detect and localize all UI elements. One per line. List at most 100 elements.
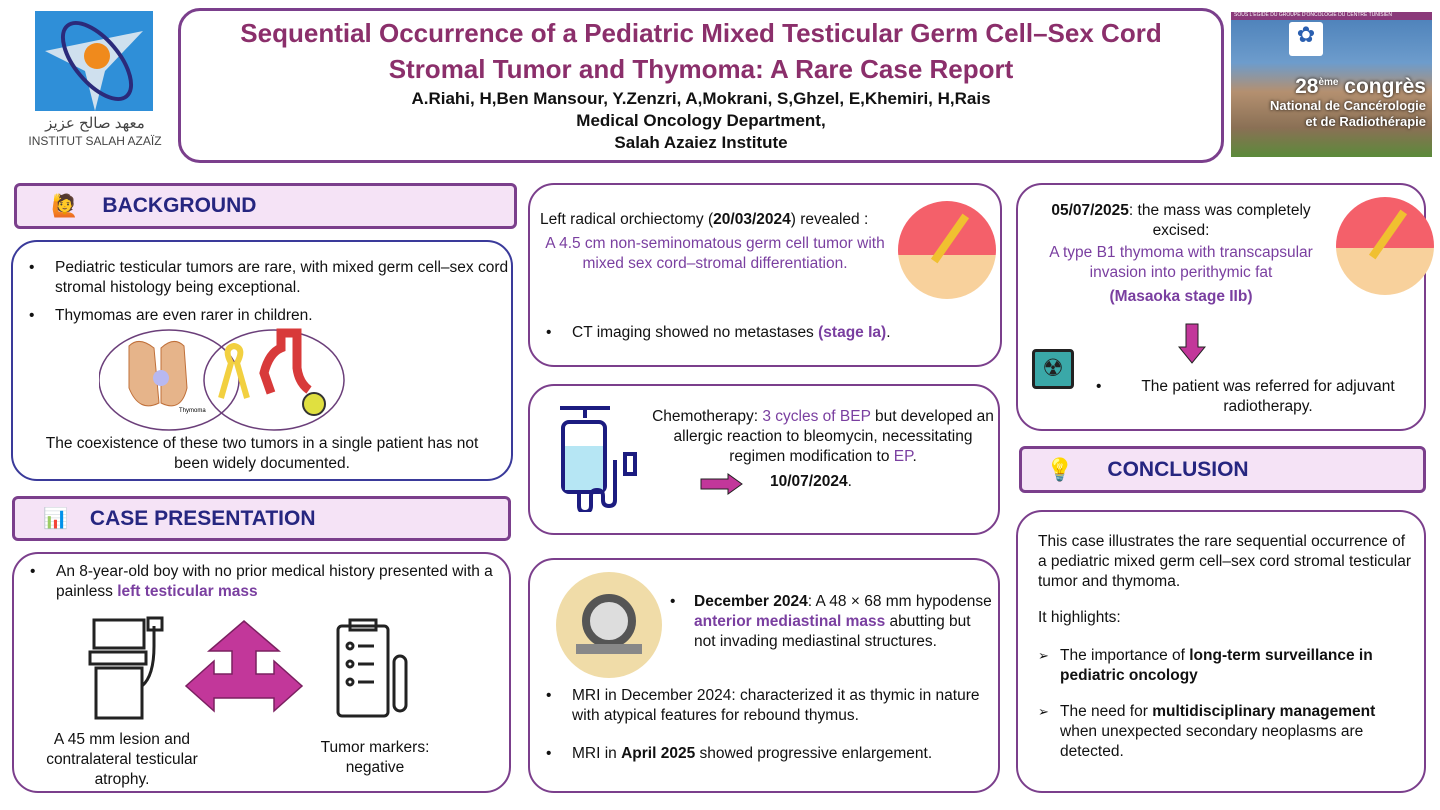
imaging-pre: : A 48 × 68 mm hypodense <box>807 593 992 610</box>
imaging-bullet: December 2024: A 48 × 68 mm hypodense an… <box>654 592 992 652</box>
imaging-date: December 2024 <box>694 593 808 610</box>
scalpel-icon <box>898 201 996 299</box>
conclusion-summary: This case illustrates the rare sequentia… <box>1038 533 1411 590</box>
background-bullet: Pediatric testicular tumors are rare, wi… <box>13 258 511 298</box>
conclusion-item: The importance of long-term surveillance… <box>1018 646 1414 686</box>
congress-line3: et de Radiothérapie <box>1305 114 1426 129</box>
ribbon-icon <box>218 342 250 399</box>
iv-bag-icon <box>560 406 637 512</box>
item-pre: The importance of <box>1060 647 1190 664</box>
lightbulb-icon: 💡 <box>1046 456 1074 482</box>
conclusion-box: This case illustrates the rare sequentia… <box>1016 510 1426 793</box>
department: Medical Oncology Department, <box>576 111 826 130</box>
mri-bullet: MRI in April 2025 showed progressive enl… <box>530 744 992 764</box>
chemo-text: Chemotherapy: 3 cycles of BEP but develo… <box>648 407 998 467</box>
surgery-box: 05/07/2025: the mass was completely exci… <box>1016 183 1434 431</box>
surgery-stage: (Masaoka stage IIb) <box>1109 288 1253 305</box>
down-arrow-icon <box>1178 323 1206 364</box>
ct-end: . <box>886 324 891 341</box>
question-person-icon: 🙋 <box>51 193 79 218</box>
presentation-board-icon: 📊 <box>43 508 68 530</box>
conclusion-title: CONCLUSION <box>1107 457 1249 481</box>
logo-name: INSTITUT SALAH AZAÏZ <box>28 134 162 148</box>
orchiectomy-text: Left radical orchiectomy (20/03/2024) re… <box>540 210 868 230</box>
title-box: Sequential Occurrence of a Pediatric Mix… <box>178 8 1224 163</box>
logo-emblem-icon <box>45 21 143 111</box>
orchiectomy-date: 20/03/2024 <box>713 211 791 228</box>
chemo-pre: Chemotherapy: <box>652 408 763 425</box>
surgery-date: 05/07/2025 <box>1051 202 1129 219</box>
item-bold: long-term surveillance in pediatric onco… <box>1060 647 1373 684</box>
chemo-box: Chemotherapy: 3 cycles of BEP but develo… <box>528 384 1000 535</box>
ct-text: CT imaging showed no metastases <box>572 324 819 341</box>
case-header: 📊 CASE PRESENTATION <box>12 496 511 541</box>
background-closing: The coexistence of these two tumors in a… <box>45 435 479 472</box>
ultrasound-machine-icon <box>88 616 164 720</box>
surgery-finding: A type B1 thymoma with transcapsular inv… <box>1049 244 1313 281</box>
congress-banner-strip: SOUS L'ÉGIDE DU GROUPE D'ONCOLOGIE DU CE… <box>1231 12 1432 20</box>
background-bullet: Thymomas are even rarer in children. <box>13 306 511 326</box>
case-highlight: left testicular mass <box>117 583 258 600</box>
mri-pre: MRI in <box>572 745 622 762</box>
congress-line2: National de Cancérologie <box>1269 98 1426 113</box>
chemo-mid: but developed an allergic reaction to bl… <box>673 408 994 465</box>
referral-bullet: The patient was referred for adjuvant ra… <box>1080 377 1414 417</box>
conclusion-item: The need for multidisciplinary managemen… <box>1018 702 1414 762</box>
chemo-end: . <box>912 448 917 465</box>
orchiectomy-finding: A 4.5 cm non-seminomatous germ cell tumo… <box>545 235 885 272</box>
surgery-desc: : the mass was completely excised: <box>1128 202 1311 239</box>
imaging-post: abutting but not invading mediastinal st… <box>694 613 971 650</box>
chemo-ep: EP <box>893 448 913 465</box>
mri-date: April 2025 <box>621 745 696 762</box>
conclusion-highlights: It highlights: <box>1038 609 1121 626</box>
authors: A.Riahi, H,Ben Mansour, Y.Zenzri, A,Mokr… <box>411 89 991 108</box>
background-box: Pediatric testicular tumors are rare, wi… <box>11 240 513 481</box>
congress-sup: ème <box>1318 77 1339 88</box>
thymus-icon <box>128 341 188 407</box>
background-header: 🙋 BACKGROUND <box>14 183 517 229</box>
mri-bullet: MRI in December 2024: characterized it a… <box>530 686 992 726</box>
ct-bullet: CT imaging showed no metastases (stage I… <box>530 323 1000 343</box>
tumor-illustration: Thymoma <box>99 328 345 431</box>
thymoma-label: Thymoma <box>179 408 206 414</box>
case-title: CASE PRESENTATION <box>89 506 316 530</box>
case-icons <box>88 616 408 720</box>
background-title: BACKGROUND <box>102 194 257 217</box>
radiotherapy-icon: ☢ <box>1032 349 1074 389</box>
germ-cell-icon <box>302 392 326 416</box>
markers-text: Tumor markers: negative <box>320 739 430 776</box>
conclusion-header: 💡 CONCLUSION <box>1019 446 1426 493</box>
orch-pre: Left radical orchiectomy ( <box>540 211 714 228</box>
logo-arabic: معهد صالح عزيز <box>45 115 145 132</box>
institute-logo <box>35 11 153 111</box>
case-bullet: An 8-year-old boy with no prior medical … <box>14 562 509 602</box>
ct-stage: (stage Ia) <box>818 324 887 341</box>
congress-banner: SOUS L'ÉGIDE DU GROUPE D'ONCOLOGIE DU CE… <box>1231 12 1432 157</box>
mri-post: showed progressive enlargement. <box>695 745 933 762</box>
item-pre: The need for <box>1060 703 1153 720</box>
scalpel-icon <box>1336 197 1434 295</box>
clipboard-test-icon <box>336 618 408 718</box>
three-way-arrow-icon <box>184 620 304 713</box>
poster-title: Sequential Occurrence of a Pediatric Mix… <box>240 18 1162 84</box>
chemo-date: 10/07/2024 <box>770 473 848 490</box>
orchiectomy-box: Left radical orchiectomy (20/03/2024) re… <box>528 183 1002 367</box>
congress-logo: ✿ <box>1289 22 1323 56</box>
chemo-date-end: . <box>847 473 852 490</box>
congress-word: congrès <box>1344 75 1426 98</box>
item-post: when unexpected secondary neoplasms are … <box>1060 723 1364 760</box>
case-box: An 8-year-old boy with no prior medical … <box>12 552 511 793</box>
chemo-date-line: 10/07/2024. <box>770 472 852 492</box>
case-text: An 8-year-old boy with no prior medical … <box>56 563 493 600</box>
congress-number: 28 <box>1295 75 1319 98</box>
lesion-text: A 45 mm lesion and contralateral testicu… <box>46 731 198 788</box>
testis-icon <box>259 328 312 395</box>
imaging-highlight: anterior mediastinal mass <box>694 613 886 630</box>
item-bold: multidisciplinary management <box>1152 703 1376 720</box>
orch-post: ) revealed : <box>790 211 869 228</box>
ct-scanner-icon <box>556 572 662 678</box>
right-arrow-icon <box>700 473 743 495</box>
surgery-text: 05/07/2025: the mass was completely exci… <box>1026 201 1336 241</box>
imaging-box: December 2024: A 48 × 68 mm hypodense an… <box>528 558 1000 793</box>
chemo-bep: 3 cycles of BEP <box>762 408 871 425</box>
